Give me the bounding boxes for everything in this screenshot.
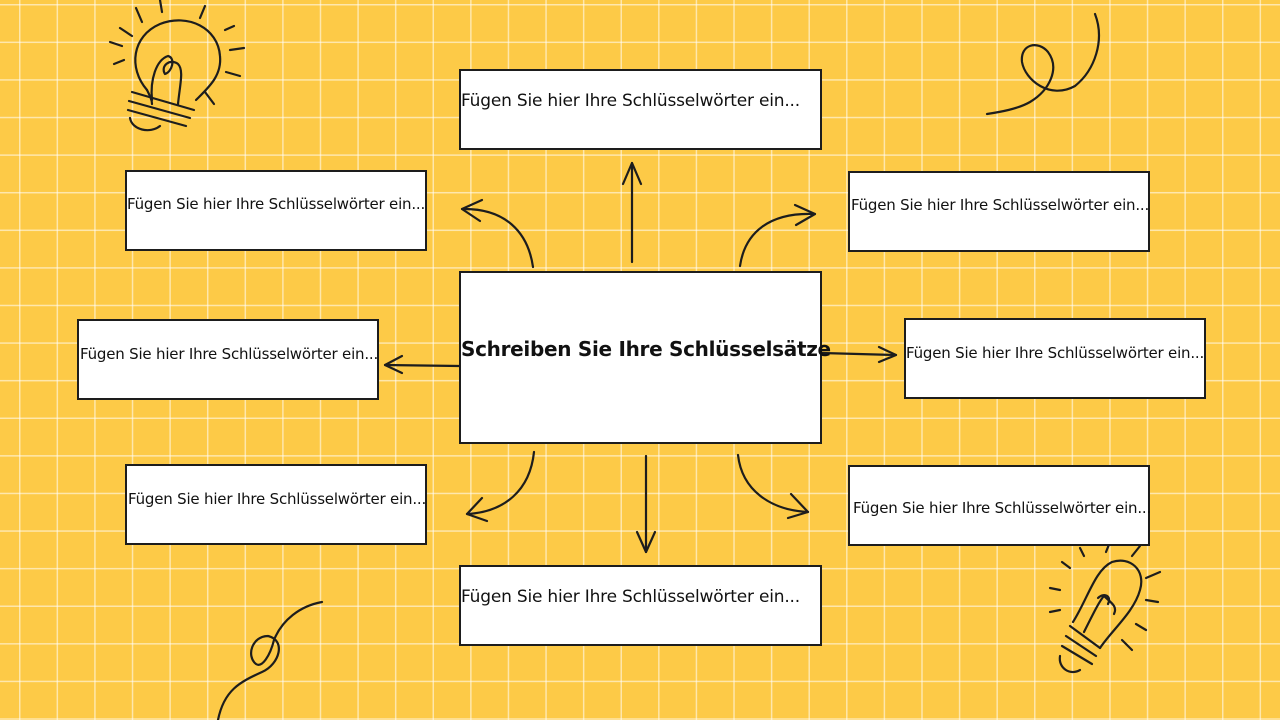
- arrow-icon: [465, 450, 536, 523]
- keyword-box-upper-right[interactable]: Fügen Sie hier Ihre Schlüsselwörter ein.…: [848, 171, 1150, 252]
- squiggle-icon: [985, 12, 1100, 116]
- keyword-box-top[interactable]: Fügen Sie hier Ihre Schlüsselwörter ein.…: [459, 69, 822, 150]
- lightbulb-icon: [108, 0, 246, 132]
- arrow-icon: [621, 161, 643, 264]
- keyword-text: Fügen Sie hier Ihre Schlüsselwörter ein.…: [127, 195, 426, 213]
- central-key-sentence-box[interactable]: Schreiben Sie Ihre Schlüsselsätze: [459, 271, 831, 444]
- keyword-text: Fügen Sie hier Ihre Schlüsselwörter ein.…: [80, 345, 379, 363]
- keyword-text: Fügen Sie hier Ihre Schlüsselwörter ein.…: [461, 91, 800, 111]
- arrow-icon: [383, 354, 461, 375]
- keyword-text: Fügen Sie hier Ihre Schlüsselwörter ein.…: [851, 196, 1150, 214]
- keyword-text: Fügen Sie hier Ihre Schlüsselwörter ein.…: [906, 344, 1205, 362]
- lightbulb-icon: [1048, 540, 1162, 674]
- arrow-icon: [736, 453, 810, 520]
- central-key-sentence: Schreiben Sie Ihre Schlüsselsätze: [461, 337, 831, 361]
- keyword-box-lower-right[interactable]: Fügen Sie hier Ihre Schlüsselwörter ein.…: [848, 465, 1152, 546]
- keyword-text: Fügen Sie hier Ihre Schlüsselwörter ein.…: [128, 490, 427, 508]
- keyword-text: Fügen Sie hier Ihre Schlüsselwörter ein.…: [853, 499, 1152, 517]
- keyword-box-mid-left[interactable]: Fügen Sie hier Ihre Schlüsselwörter ein.…: [77, 319, 379, 400]
- arrow-icon: [820, 345, 898, 364]
- keyword-text: Fügen Sie hier Ihre Schlüsselwörter ein.…: [461, 587, 800, 607]
- keyword-box-lower-left[interactable]: Fügen Sie hier Ihre Schlüsselwörter ein.…: [125, 464, 427, 545]
- arrow-icon: [738, 203, 817, 268]
- keyword-box-mid-right[interactable]: Fügen Sie hier Ihre Schlüsselwörter ein.…: [904, 318, 1206, 399]
- squiggle-icon: [216, 600, 324, 720]
- arrow-icon: [635, 454, 657, 554]
- keyword-box-bottom[interactable]: Fügen Sie hier Ihre Schlüsselwörter ein.…: [459, 565, 822, 646]
- keyword-box-upper-left[interactable]: Fügen Sie hier Ihre Schlüsselwörter ein.…: [125, 170, 427, 251]
- arrow-icon: [460, 198, 535, 269]
